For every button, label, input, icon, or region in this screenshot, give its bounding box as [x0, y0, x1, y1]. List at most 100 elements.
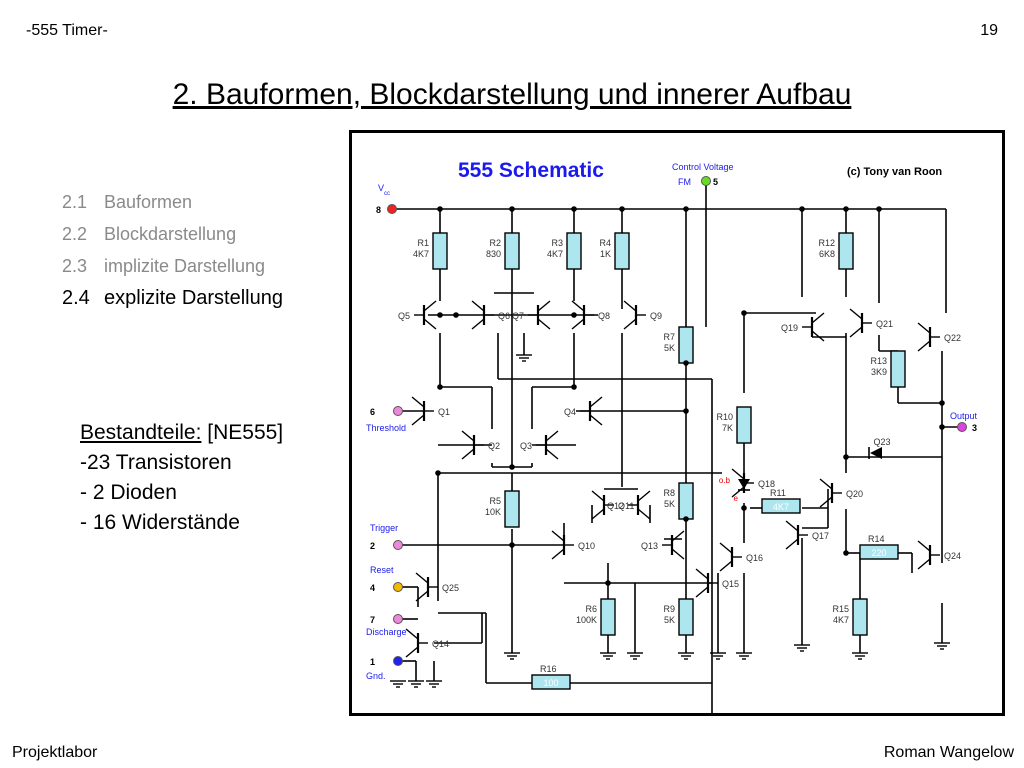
resistor-r2: [504, 232, 520, 270]
components-heading: Bestandteile: [NE555]: [80, 418, 283, 448]
resistor-name: R14: [868, 534, 885, 544]
wire-junction: [437, 206, 443, 212]
transistor-collector: [719, 542, 733, 554]
pin-control-voltage: [701, 176, 711, 186]
resistor-name: R6: [585, 604, 597, 614]
wire-junction: [683, 206, 689, 212]
toc-label: explizite Darstellung: [104, 287, 283, 309]
wire-junction: [843, 454, 849, 460]
wire-junction: [619, 206, 625, 212]
resistor-r15: [852, 598, 868, 636]
wire-junction: [571, 312, 577, 318]
transistor-label: Q7: [512, 311, 524, 321]
transistor-collector: [849, 308, 863, 320]
resistor-name: R15: [832, 604, 849, 614]
pin-threshold: [393, 406, 403, 416]
toc-label: Blockdarstellung: [104, 224, 237, 244]
components-item: - 2 Dioden: [80, 481, 177, 504]
pin-discharge: [393, 614, 403, 624]
transistor-collector: [671, 530, 685, 542]
transistor-collector: [695, 568, 709, 580]
diode-label: o.b: [719, 476, 731, 485]
resistor-r10: [736, 406, 752, 444]
components-item: - 16 Widerstände: [80, 511, 240, 534]
resistor-name: R1: [417, 238, 429, 248]
wiring: [392, 181, 962, 713]
slide-section-label: -555 Timer-: [26, 22, 108, 39]
components-list: Bestandteile: [NE555] -23 Transistoren -…: [80, 418, 283, 538]
resistor-value: 10K: [485, 507, 501, 517]
schematic-title: 555 Schematic: [458, 159, 604, 182]
transistor-collector: [411, 396, 425, 408]
pin-trigger: [393, 540, 403, 550]
transistor-collector: [545, 430, 559, 442]
transistor-emitter: [671, 548, 685, 560]
wire-junction: [509, 542, 515, 548]
resistor-value: 3K9: [871, 367, 887, 377]
transistor-collector: [405, 628, 419, 640]
wire-junction: [843, 550, 849, 556]
resistor-r16: [531, 674, 571, 690]
wire-junction: [571, 206, 577, 212]
wire-junction: [605, 580, 611, 586]
wire-junction: [876, 206, 882, 212]
pin-label: Gnd.: [366, 671, 386, 681]
resistor-value: 6K8: [819, 249, 835, 259]
transistor-collector: [811, 312, 825, 324]
resistor-name: R16: [540, 664, 557, 674]
wire-junction: [683, 408, 689, 414]
pin-label: FM: [678, 177, 691, 187]
resistor-name: R12: [818, 238, 835, 248]
transistor-emitter: [461, 448, 475, 460]
resistor-r8: [678, 482, 694, 520]
transistor-label: Q14: [432, 639, 449, 649]
resistor-r7: [678, 326, 694, 364]
pin-label: Output: [950, 411, 978, 421]
transistor-label: Q21: [876, 319, 893, 329]
transistor-collector: [415, 572, 429, 584]
transistor-label: Q4: [564, 407, 576, 417]
resistor-name: R10: [716, 412, 733, 422]
toc-label: Bauformen: [104, 192, 193, 212]
transistor-emitter: [785, 538, 799, 550]
page-number: 19: [980, 22, 998, 39]
components-heading-value: [NE555]: [207, 421, 284, 444]
resistor-value: 4K7: [833, 615, 849, 625]
transistor-emitter: [405, 646, 419, 658]
transistor-label: Q23: [873, 437, 890, 447]
resistor-value: 4K7: [413, 249, 429, 259]
resistor-name: R11: [770, 488, 786, 498]
wire-junction: [453, 312, 459, 318]
transistor-emitter: [731, 486, 745, 498]
resistor-name: R5: [489, 496, 501, 506]
pin-vcc: [387, 204, 397, 214]
wire-junction: [509, 206, 515, 212]
transistor-collector: [423, 300, 437, 312]
resistor-name: R7: [663, 332, 675, 342]
resistor-name: R4: [599, 238, 611, 248]
pin-number: 3: [972, 423, 977, 433]
pin-reset: [393, 582, 403, 592]
resistor-r4: [614, 232, 630, 270]
pin-output: [957, 422, 967, 432]
transistor-emitter: [623, 318, 637, 330]
transistor-label: Q6: [498, 311, 510, 321]
resistor-r14: [859, 544, 899, 560]
transistor-emitter: [719, 560, 733, 572]
transistor-label: Q5: [398, 311, 410, 321]
toc-number: 2.4: [62, 287, 90, 309]
resistor-r3: [566, 232, 582, 270]
transistor-collector: [589, 396, 603, 408]
schematic-diagram: 555 Schematic(c) Tony van RoonR14K7R2830…: [366, 159, 978, 713]
wire-junction: [843, 206, 849, 212]
transistor-collector: [591, 490, 605, 502]
transistor-emitter: [917, 340, 931, 352]
transistor-label: Q24: [944, 551, 961, 561]
transistor-emitter: [637, 508, 651, 520]
transistor-label: Q1: [438, 407, 450, 417]
wire-junction: [571, 384, 577, 390]
resistor-r13: [890, 350, 906, 388]
